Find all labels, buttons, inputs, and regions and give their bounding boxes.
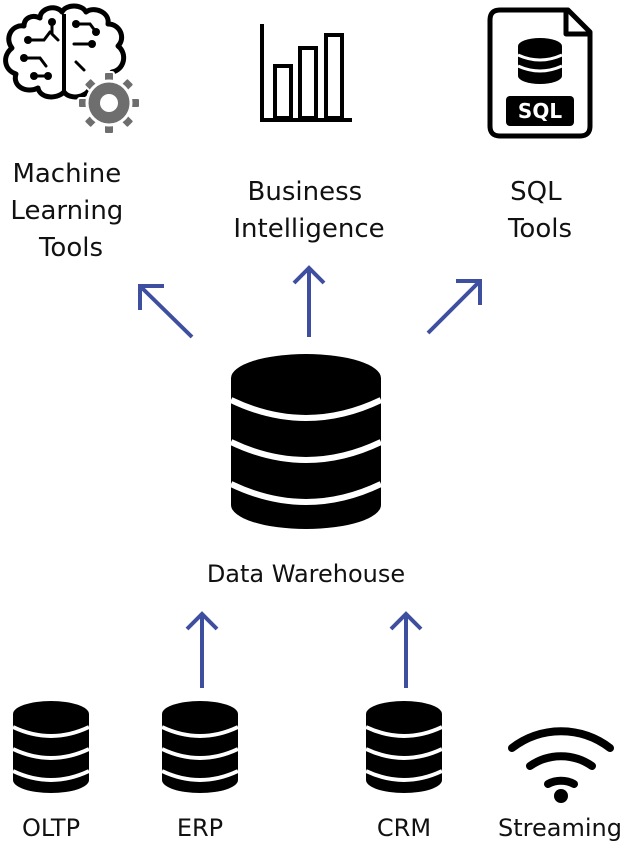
machine-learning-label: Machine Learning Tools — [10, 159, 131, 263]
streaming-label: Streaming — [498, 814, 622, 842]
database-icon — [161, 701, 239, 793]
arrow-to-machine-learning — [138, 284, 194, 339]
database-icon — [229, 354, 383, 529]
sql-tools-label: SQL Tools — [507, 177, 572, 244]
database-icon — [12, 701, 90, 793]
sql-file-icon: SQL — [487, 7, 593, 139]
wifi-signal-icon — [508, 727, 614, 803]
arrow-to-business-intelligence — [292, 265, 326, 337]
database-icon — [365, 701, 443, 793]
data-warehouse-label: Data Warehouse — [207, 560, 405, 588]
arrow-from-erp — [185, 611, 219, 688]
sql-badge-text: SQL — [518, 99, 562, 123]
brain-gear-icon — [3, 3, 141, 135]
arrow-from-crm — [389, 611, 423, 688]
bar-chart-icon — [260, 24, 352, 122]
oltp-label: OLTP — [22, 814, 80, 842]
arrow-to-sql-tools — [426, 279, 482, 335]
erp-label: ERP — [177, 814, 223, 842]
crm-label: CRM — [377, 814, 431, 842]
business-intelligence-label: Business Intelligence — [233, 177, 384, 244]
